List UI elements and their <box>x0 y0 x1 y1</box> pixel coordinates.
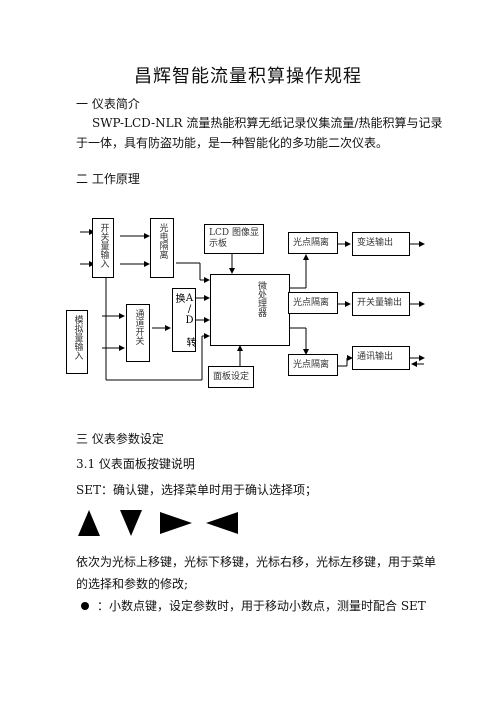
isolator-3-label: 光点隔离 <box>293 360 330 370</box>
transmit-output-box: 变送输出 <box>352 232 410 256</box>
arrow-down-icon <box>120 510 142 536</box>
arrow-left-icon <box>206 512 238 534</box>
analog-input-box: 模拟量输入 <box>66 310 88 374</box>
set-key-description: SET：确认键，选择菜单时用于确认选择项； <box>76 483 317 497</box>
transmit-output-label: 变送输出 <box>357 238 394 248</box>
isolator-2-box: 光点隔离 <box>288 292 338 314</box>
switch-output-box: 开关量输出 <box>352 292 410 316</box>
decimal-point-icon <box>81 602 89 610</box>
switch-input-box: 开关量输入 <box>92 218 114 278</box>
lcd-display-box: LCD 图像显示板 <box>204 224 264 254</box>
lcd-display-label: LCD 图像显示板 <box>209 228 259 249</box>
microprocessor-box: 微处理器 <box>210 274 290 346</box>
isolator-3-box: 光点隔离 <box>288 354 338 376</box>
microprocessor-label: 微处理器 <box>256 281 266 317</box>
switch-output-label: 开关量输出 <box>357 298 403 308</box>
arrow-keys-description-line-1: 依次为光标上移键，光标下移键，光标右移，光标左移键，用于菜单 <box>76 555 437 569</box>
opto-isolator-label: 光电隔离 <box>157 223 168 259</box>
ad-converter-box: A/D 转换 <box>172 288 196 352</box>
intro-paragraph-line-1: SWP-LCD-NLR 流量热能积算无纸记录仪集流量/热能积算与记录 <box>92 116 443 130</box>
intro-paragraph-line-2: 于一体，具有防盗功能，是一种智能化的多功能二次仪表。 <box>76 136 389 150</box>
arrow-right-icon <box>160 512 192 534</box>
channel-switch-label: 通道开关 <box>133 309 144 345</box>
ad-converter-label: A/D 转换 <box>173 293 195 347</box>
arrow-keys-description-line-2: 的选择和参数的修改; <box>76 577 189 591</box>
page-title: 昌辉智能流量积算操作规程 <box>134 66 362 87</box>
panel-setting-box: 面板设定 <box>208 366 254 388</box>
isolator-1-box: 光点隔离 <box>288 232 338 254</box>
comm-output-label: 通讯输出 <box>357 352 394 362</box>
working-principle-diagram: 开关量输入 光电隔离 LCD 图像显示板 模拟量输入 通道开关 A/D 转换 微… <box>60 208 440 398</box>
section-heading-principle: 二 工作原理 <box>76 172 140 186</box>
isolator-2-label: 光点隔离 <box>293 298 330 308</box>
arrow-up-icon <box>78 510 100 536</box>
panel-setting-label: 面板设定 <box>213 372 250 382</box>
opto-isolator-box: 光电隔离 <box>150 218 174 278</box>
analog-input-label: 模拟量输入 <box>72 315 83 360</box>
switch-input-label: 开关量输入 <box>98 223 109 268</box>
comm-output-box: 通讯输出 <box>352 346 410 370</box>
decimal-key-description: ：小数点键，设定参数时，用于移动小数点，测量时配合 SET <box>97 599 426 613</box>
section-heading-intro: 一 仪表简介 <box>76 97 140 111</box>
subsection-heading-keys: 3.1 仪表面板按键说明 <box>76 457 195 471</box>
channel-switch-box: 通道开关 <box>126 304 150 362</box>
isolator-1-label: 光点隔离 <box>293 238 330 248</box>
section-heading-params: 三 仪表参数设定 <box>76 432 164 446</box>
